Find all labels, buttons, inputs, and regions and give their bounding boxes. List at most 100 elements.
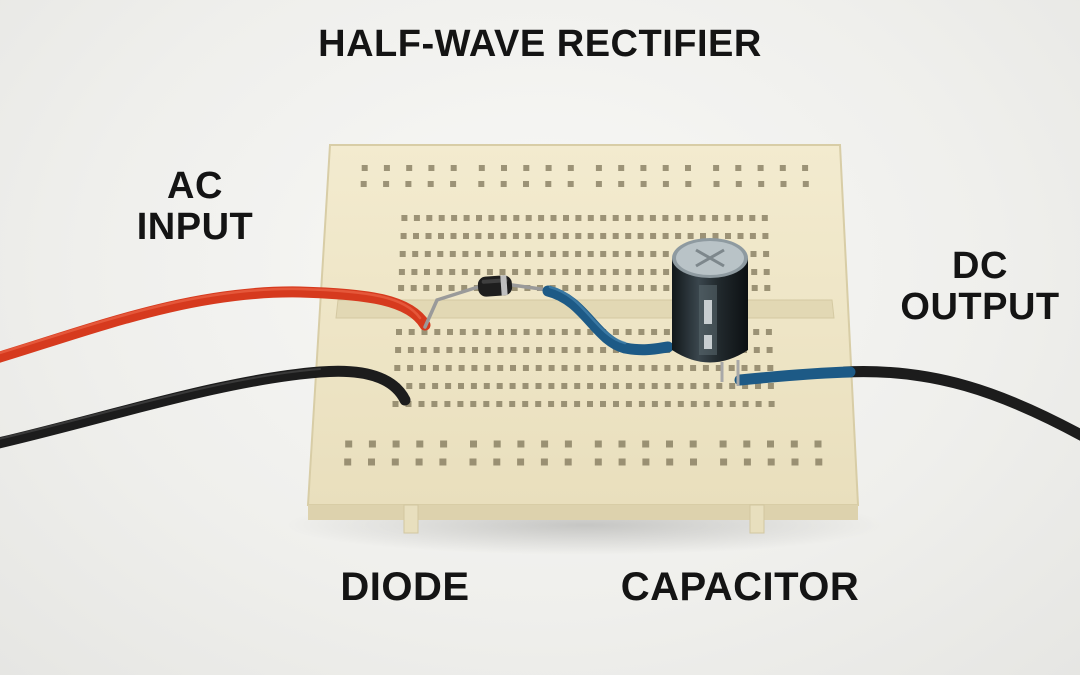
- breadboard-hole: [408, 329, 415, 335]
- breadboard-hole: [488, 215, 495, 221]
- breadboard-hole: [548, 347, 555, 353]
- breadboard-hole: [637, 215, 644, 221]
- breadboard-hole: [500, 181, 507, 187]
- breadboard-hole: [538, 215, 545, 221]
- breadboard-hole: [361, 165, 368, 171]
- breadboard-hole: [735, 165, 742, 171]
- breadboard-hole: [457, 401, 464, 407]
- breadboard-hole: [587, 215, 594, 221]
- breadboard-hole: [472, 347, 478, 353]
- breadboard-hole: [650, 233, 657, 239]
- breadboard-hole: [638, 401, 645, 407]
- breadboard-hole: [779, 165, 786, 171]
- breadboard-hole: [741, 365, 748, 371]
- breadboard-hole: [535, 383, 542, 389]
- breadboard-hole: [618, 181, 625, 187]
- breadboard-hole: [487, 251, 494, 257]
- breadboard-hole: [474, 251, 481, 257]
- breadboard-hole: [625, 251, 632, 257]
- breadboard-hole: [383, 165, 390, 171]
- breadboard-hole: [587, 347, 594, 353]
- breadboard-hole: [458, 383, 464, 389]
- breadboard-hole: [575, 215, 582, 221]
- breadboard-hole: [360, 181, 367, 187]
- breadboard-hole: [712, 233, 719, 239]
- breadboard-hole: [513, 215, 520, 221]
- breadboard-hole: [501, 165, 507, 171]
- breadboard-hole: [537, 233, 544, 239]
- breadboard-hole: [419, 383, 426, 389]
- breadboard-hole: [427, 181, 434, 187]
- breadboard-hole: [749, 215, 756, 221]
- breadboard-hole: [690, 383, 697, 389]
- breadboard-hole: [399, 251, 406, 257]
- breadboard-hole: [523, 181, 529, 187]
- breadboard-hole: [484, 347, 491, 353]
- breadboard-hole: [510, 365, 516, 371]
- breadboard-hole: [472, 329, 479, 335]
- breadboard-hole: [450, 181, 457, 187]
- breadboard-hole: [702, 365, 709, 371]
- breadboard-hole: [439, 458, 447, 466]
- breadboard-hole: [600, 347, 607, 353]
- breadboard-hole: [600, 251, 607, 257]
- breadboard-hole: [600, 401, 606, 407]
- breadboard-hole: [536, 347, 542, 353]
- breadboard-hole: [511, 285, 518, 291]
- breadboard-hole: [612, 285, 619, 291]
- breadboard-hole: [618, 440, 626, 448]
- breadboard-hole: [461, 285, 468, 291]
- breadboard-hole: [640, 181, 647, 187]
- breadboard-hole: [651, 401, 658, 407]
- breadboard-hole: [625, 401, 632, 407]
- breadboard-hole: [575, 251, 582, 257]
- breadboard-hole: [496, 383, 503, 389]
- breadboard-hole: [415, 458, 423, 466]
- breadboard-hole: [450, 165, 457, 171]
- breadboard-hole: [431, 401, 438, 407]
- breadboard-hole: [475, 233, 482, 239]
- breadboard-hole: [561, 329, 568, 335]
- breadboard-hole: [383, 181, 390, 187]
- breadboard-hole: [724, 215, 731, 221]
- breadboard-hole: [625, 383, 632, 389]
- breadboard-hole: [470, 383, 477, 389]
- breadboard-hole: [715, 365, 722, 371]
- breadboard-hole: [625, 233, 632, 239]
- breadboard-hole: [411, 269, 418, 275]
- breadboard-hole: [666, 440, 673, 448]
- breadboard-hole: [458, 365, 465, 371]
- breadboard-hole: [574, 285, 581, 291]
- breadboard-hole: [719, 440, 727, 448]
- breadboard-hole: [674, 215, 681, 221]
- breadboard-hole: [685, 165, 691, 171]
- breadboard-hole: [523, 165, 530, 171]
- board-tab-left: [403, 504, 419, 534]
- breadboard-hole: [791, 458, 799, 466]
- breadboard-hole: [436, 269, 443, 275]
- breadboard-hole: [498, 329, 504, 335]
- breadboard-hole: [562, 269, 569, 275]
- breadboard-hole: [612, 365, 619, 371]
- breadboard-hole: [764, 285, 771, 291]
- breadboard-hole: [600, 269, 607, 275]
- breadboard-hole: [412, 251, 419, 257]
- dc-output-label-line1: DC: [952, 245, 1008, 287]
- breadboard-hole: [625, 285, 632, 291]
- breadboard-hole: [478, 181, 485, 187]
- diode-cathode-band: [500, 275, 508, 296]
- breadboard-hole: [406, 165, 413, 171]
- breadboard-hole: [549, 269, 556, 275]
- breadboard-hole: [790, 440, 798, 448]
- breadboard-hole: [595, 181, 602, 187]
- breadboard-hole: [425, 233, 432, 239]
- breadboard-hole: [413, 233, 419, 239]
- breadboard-hole: [497, 365, 504, 371]
- breadboard-hole: [651, 365, 658, 371]
- breadboard-hole: [662, 165, 669, 171]
- breadboard-hole: [447, 329, 453, 335]
- breadboard-hole: [469, 458, 477, 466]
- breadboard-hole: [766, 347, 773, 353]
- breadboard-hole: [700, 233, 706, 239]
- breadboard-hole: [525, 215, 532, 221]
